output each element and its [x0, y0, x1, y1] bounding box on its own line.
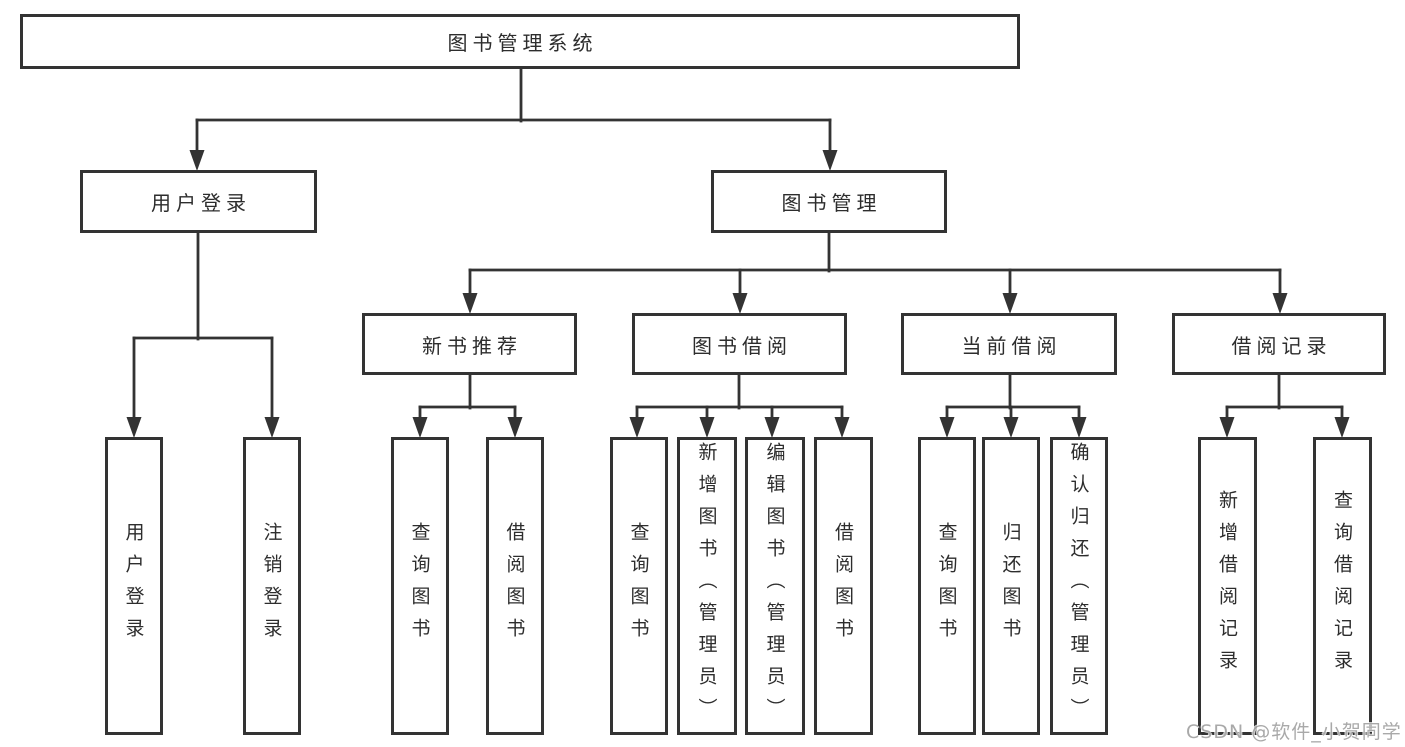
node-leaf-edit-books-admin: 编辑图书（管理员）	[745, 437, 805, 735]
node-label: 编辑图书（管理员）	[763, 442, 786, 730]
node-label: 确认归还（管理员）	[1067, 442, 1090, 730]
node-book-management: 图书管理	[711, 170, 947, 233]
arrowhead-icon	[1272, 293, 1288, 314]
node-label: 查询图书	[627, 522, 650, 650]
node-label: 归还图书	[999, 522, 1022, 650]
node-label: 查询图书	[935, 522, 958, 650]
arrowhead-icon	[1219, 417, 1235, 438]
node-leaf-user-login: 用户登录	[105, 437, 163, 735]
arrowhead-icon	[264, 417, 280, 438]
node-borrowing-records: 借阅记录	[1172, 313, 1386, 375]
node-leaf-add-books-admin: 新增图书（管理员）	[677, 437, 737, 735]
arrowhead-icon	[764, 417, 780, 438]
node-library-management-system: 图书管理系统	[20, 14, 1020, 69]
arrowhead-icon	[629, 417, 645, 438]
node-label: 查询图书	[408, 522, 431, 650]
node-label: 借阅图书	[503, 522, 526, 650]
node-user-login: 用户登录	[80, 170, 317, 233]
node-leaf-query-borrow-record: 查询借阅记录	[1313, 437, 1372, 735]
arrowhead-icon	[462, 293, 478, 314]
node-label: 借阅图书	[832, 522, 854, 650]
arrowhead-icon	[939, 417, 955, 438]
arrowhead-icon	[126, 417, 142, 438]
arrowhead-icon	[834, 417, 850, 438]
node-leaf-confirm-return-admin: 确认归还（管理员）	[1050, 437, 1108, 735]
node-book-borrowing: 图书借阅	[632, 313, 847, 375]
arrowhead-icon	[507, 417, 523, 438]
node-leaf-add-borrow-record: 新增借阅记录	[1198, 437, 1257, 735]
node-label: 查询借阅记录	[1331, 490, 1353, 682]
arrowhead-icon	[699, 417, 715, 438]
node-new-book-recommendation: 新书推荐	[362, 313, 577, 375]
csdn-watermark: CSDN @软件_小贺同学	[1186, 721, 1402, 743]
arrowhead-icon	[1002, 293, 1018, 314]
node-leaf-logout: 注销登录	[243, 437, 301, 735]
node-leaf-query-books: 查询图书	[610, 437, 668, 735]
arrowhead-icon	[732, 293, 748, 314]
node-leaf-query-books: 查询图书	[918, 437, 976, 735]
node-label: 新增图书（管理员）	[695, 442, 718, 730]
node-leaf-return-books: 归还图书	[982, 437, 1040, 735]
arrowhead-icon	[412, 417, 428, 438]
arrowhead-icon	[822, 150, 838, 171]
node-leaf-query-books: 查询图书	[391, 437, 449, 735]
node-label: 用户登录	[122, 522, 145, 650]
node-leaf-borrow-books: 借阅图书	[486, 437, 544, 735]
node-label: 新增借阅记录	[1216, 490, 1238, 682]
arrowhead-icon	[189, 150, 205, 171]
arrowhead-icon	[1071, 417, 1087, 438]
arrowhead-icon	[1334, 417, 1350, 438]
node-current-borrowing: 当前借阅	[901, 313, 1117, 375]
arrowhead-icon	[1003, 417, 1019, 438]
node-label: 注销登录	[260, 522, 283, 650]
node-leaf-borrow-books: 借阅图书	[814, 437, 873, 735]
